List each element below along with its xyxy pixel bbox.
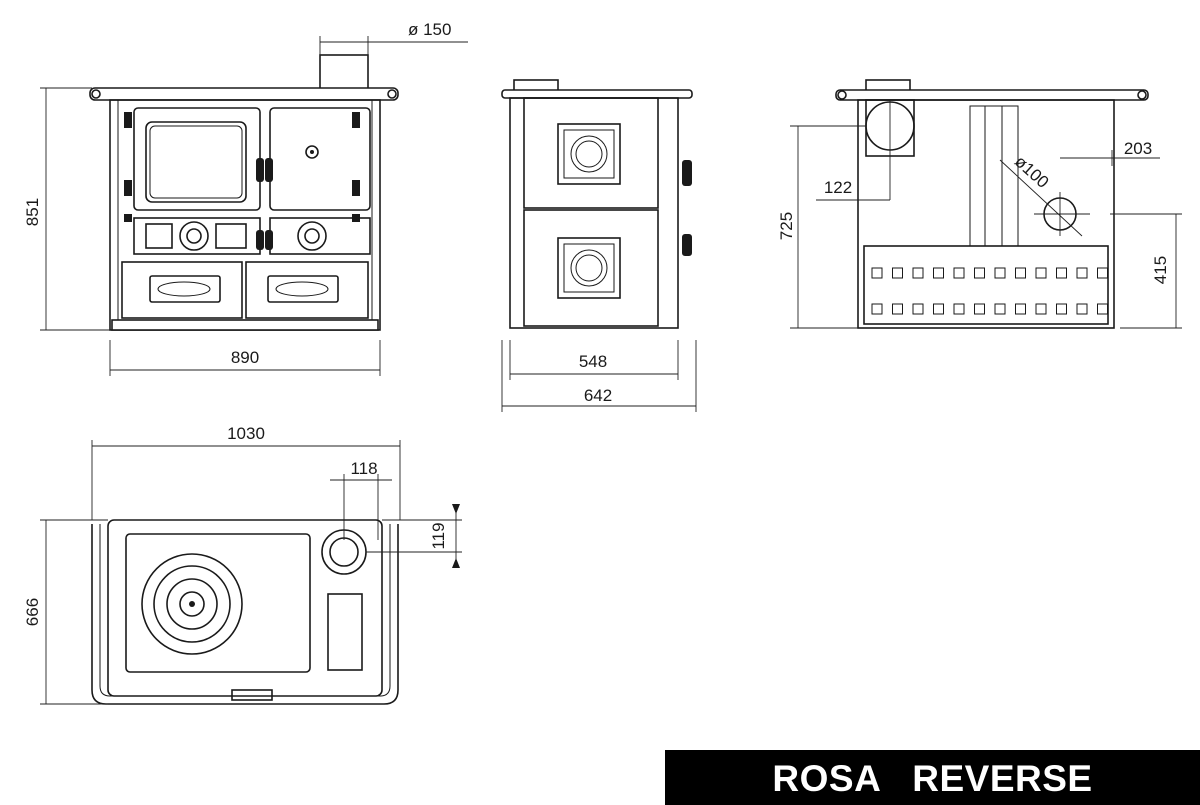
front-view: [40, 36, 468, 376]
vent-slot: [912, 267, 924, 279]
dim-top-width: 1030: [227, 424, 265, 443]
vent-slot: [974, 267, 985, 279]
top-body: [107, 519, 383, 697]
vent-slot: [892, 303, 903, 315]
vent-slot: [1015, 267, 1026, 279]
vent-slot: [1015, 303, 1026, 315]
top-view: [40, 440, 462, 705]
side-view: [501, 79, 697, 412]
vent-slot: [912, 303, 924, 315]
side-handle-icon: [682, 160, 692, 186]
dim-top-depth: 666: [23, 598, 42, 626]
vent-slot: [892, 267, 903, 279]
drawer-left: [121, 261, 243, 319]
thermometer-icon: [305, 145, 319, 159]
title-bar: ROSA REVERSE: [665, 750, 1200, 805]
firebox-door: [133, 107, 261, 211]
vent-slot: [1035, 267, 1047, 279]
rear-top-plate: [835, 89, 1149, 101]
dim-top-flue-y: 119: [429, 522, 448, 549]
dim-rear-outlet-height: 415: [1151, 256, 1170, 284]
flue-pipe: [319, 54, 369, 92]
vent-slot: [974, 303, 985, 315]
vent-slot: [1056, 267, 1067, 279]
dim-side-depth-total: 642: [584, 386, 612, 405]
vent-slot: [1097, 267, 1108, 279]
dim-front-height: 851: [23, 198, 42, 226]
dim-side-depth-body: 548: [579, 352, 607, 371]
damper-knob-icon: [297, 221, 327, 251]
air-control-knob-icon: [179, 221, 209, 251]
dim-rear-outlet-diameter: ø100: [1011, 152, 1053, 192]
cooktop-plate: [125, 533, 311, 673]
door-handle-icon: [256, 158, 264, 182]
firebox-window: [145, 121, 247, 203]
hotplate-ring-icon: [141, 553, 243, 655]
vent-slot: [1076, 303, 1088, 315]
drawer-right: [245, 261, 369, 319]
side-body: [509, 97, 679, 329]
vent-slot: [933, 303, 944, 315]
top-rail: [91, 524, 399, 705]
vent-slot: [1056, 303, 1067, 315]
vent-slot: [953, 267, 965, 279]
vent-slot: [871, 303, 883, 315]
dim-top-flue-x: 118: [350, 459, 377, 478]
dim-flue-diameter: ø 150: [408, 20, 451, 39]
vent-slot: [1097, 303, 1108, 315]
dim-front-width: 890: [231, 348, 259, 367]
dim-rear-offset: 122: [824, 178, 852, 197]
vent-slot: [994, 303, 1006, 315]
side-panel-top: [557, 123, 621, 185]
vent-slot: [1035, 303, 1047, 315]
rear-view: [790, 79, 1182, 329]
vent-slot: [871, 267, 883, 279]
rear-vent-panel: [863, 245, 1109, 325]
vent-slot: [933, 267, 944, 279]
dim-rear-outlet-side: 203: [1124, 139, 1152, 158]
vent-slot: [1076, 267, 1088, 279]
product-title: ROSA REVERSE: [772, 758, 1093, 799]
vent-slot: [953, 303, 965, 315]
top-plate: [89, 87, 399, 101]
top-inspection-cover: [327, 593, 363, 671]
side-panel-bottom: [557, 237, 621, 299]
dim-rear-height: 725: [777, 212, 796, 240]
vent-slot: [994, 267, 1006, 279]
